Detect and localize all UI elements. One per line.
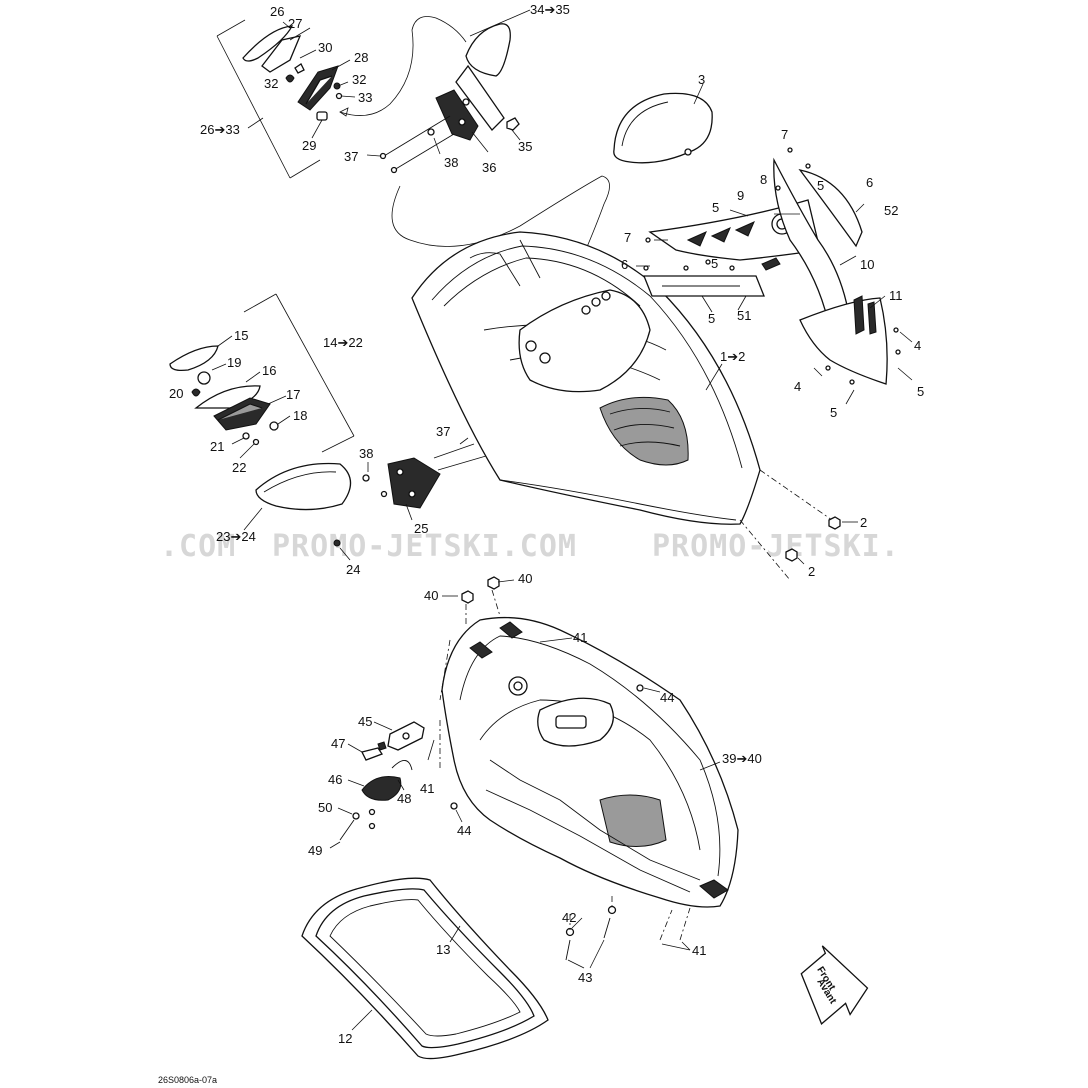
callout-7b: 7	[624, 230, 631, 245]
watermark-left: .COM	[160, 529, 236, 564]
mirror-glass-top	[465, 23, 511, 77]
latch-parts	[329, 721, 425, 849]
mirror-assembly-left-lower	[169, 293, 355, 459]
callout-40a: 40	[518, 571, 532, 586]
callout-2a: 2	[860, 515, 867, 530]
callout-28: 28	[354, 50, 368, 65]
callout-16: 16	[262, 363, 276, 378]
watermark-right: PROMO-JETSKI.	[652, 529, 900, 564]
callouts: 26 27 30 28 32 32 33 29 26➔33 34➔35 35 3…	[169, 2, 924, 1046]
callout-34-35: 34➔35	[530, 2, 570, 17]
callout-41a: 41	[573, 630, 587, 645]
callout-32b: 32	[352, 72, 366, 87]
callout-9: 9	[737, 188, 744, 203]
callout-6b: 6	[621, 257, 628, 272]
callout-50: 50	[318, 800, 332, 815]
callout-4a: 4	[914, 338, 921, 353]
callout-20: 20	[169, 386, 183, 401]
gasket-seal	[301, 877, 549, 1060]
callout-12: 12	[338, 1031, 352, 1046]
mirror-assembly-front	[243, 437, 487, 561]
storage-cover	[613, 83, 713, 164]
callout-43: 43	[578, 970, 592, 985]
mirror-assembly-left	[216, 19, 356, 179]
callout-37a: 37	[344, 149, 358, 164]
callout-39-40: 39➔40	[722, 751, 762, 766]
callout-29: 29	[302, 138, 316, 153]
callout-5d: 5	[708, 311, 715, 326]
callout-41b: 41	[420, 781, 434, 796]
callout-1-2: 1➔2	[720, 349, 745, 364]
callout-5a: 5	[712, 200, 719, 215]
reference-code: 26S0806a-07a	[158, 1075, 217, 1085]
callout-38b: 38	[359, 446, 373, 461]
callout-21: 21	[210, 439, 224, 454]
callout-51: 51	[737, 308, 751, 323]
callout-8: 8	[760, 172, 767, 187]
deck-upper	[411, 231, 833, 581]
callout-18: 18	[293, 408, 307, 423]
callout-27: 27	[288, 16, 302, 31]
callout-30: 30	[318, 40, 332, 55]
callout-5e: 5	[917, 384, 924, 399]
watermark-mid: PROMO-JETSKI.COM	[272, 529, 577, 564]
callout-4b: 4	[794, 379, 801, 394]
callout-52: 52	[884, 203, 898, 218]
callout-33: 33	[358, 90, 372, 105]
callout-37b: 37	[436, 424, 450, 439]
callout-44b: 44	[457, 823, 471, 838]
callout-25: 25	[414, 521, 428, 536]
callout-47: 47	[331, 736, 345, 751]
bottom-fasteners	[565, 896, 691, 969]
callout-3: 3	[698, 72, 705, 87]
callout-44a: 44	[660, 690, 674, 705]
callout-10: 10	[860, 257, 874, 272]
front-direction-arrow: Front Avant	[800, 945, 869, 1025]
callout-40b: 40	[424, 588, 438, 603]
callout-45: 45	[358, 714, 372, 729]
callout-22: 22	[232, 460, 246, 475]
callout-23-24: 23➔24	[216, 529, 256, 544]
callout-5f: 5	[830, 405, 837, 420]
side-panels	[636, 147, 913, 405]
mirror-glass-small	[242, 25, 294, 62]
callout-24: 24	[346, 562, 360, 577]
callout-46: 46	[328, 772, 342, 787]
callout-49: 49	[308, 843, 322, 858]
callout-11: 11	[889, 288, 903, 303]
callout-5c: 5	[711, 256, 718, 271]
callout-6a: 6	[866, 175, 873, 190]
callout-26: 26	[270, 4, 284, 19]
storage-bin	[427, 576, 739, 908]
callout-2b: 2	[808, 564, 815, 579]
callout-26-33: 26➔33	[200, 122, 240, 137]
mirror-bracket-top	[435, 89, 479, 141]
callout-35: 35	[518, 139, 532, 154]
mirror-assembly-top	[339, 9, 531, 174]
callout-42: 42	[562, 910, 576, 925]
callout-38a: 38	[444, 155, 458, 170]
callout-48: 48	[397, 791, 411, 806]
callout-14-22: 14➔22	[323, 335, 363, 350]
callout-19: 19	[227, 355, 241, 370]
callout-7a: 7	[781, 127, 788, 142]
callout-32a: 32	[264, 76, 278, 91]
callout-13: 13	[436, 942, 450, 957]
callout-15: 15	[234, 328, 248, 343]
callout-41c: 41	[692, 943, 706, 958]
callout-36: 36	[482, 160, 496, 175]
watermark: .COM PROMO-JETSKI.COM PROMO-JETSKI.	[160, 529, 900, 564]
callout-5b: 5	[817, 178, 824, 193]
callout-17: 17	[286, 387, 300, 402]
